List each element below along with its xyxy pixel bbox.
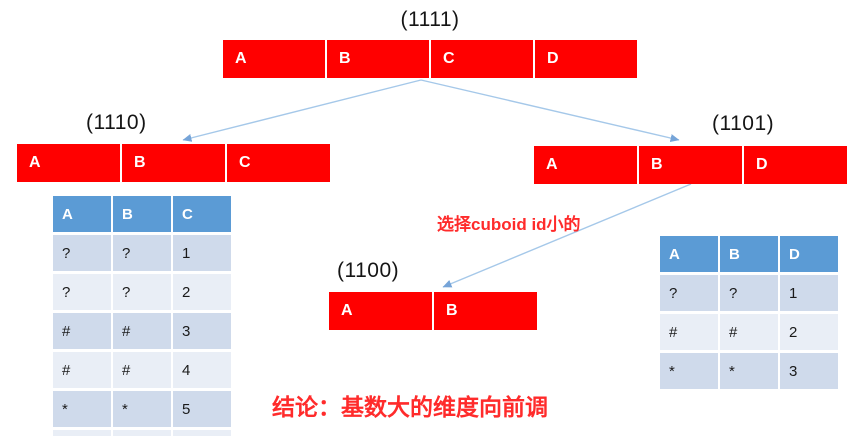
connector-1111-to-1101 [420, 79, 680, 142]
connector-1111-to-1110 [182, 79, 422, 142]
table-cell: 5 [173, 391, 231, 427]
table-header-cell: B [113, 196, 171, 232]
dimension-segment-c: C [227, 144, 330, 182]
cuboid-label-1110: (1110) [86, 111, 147, 134]
table-cell: * [53, 391, 111, 427]
dimension-segment-d: D [744, 146, 847, 184]
cuboid-label-1111: (1111) [400, 8, 460, 31]
dimension-segment-b: B [122, 144, 225, 182]
table-cell: 3 [780, 353, 838, 389]
cuboid-label-1101: (1101) [712, 112, 775, 135]
dimension-segment-a: A [534, 146, 637, 184]
table-cell: ? [660, 275, 718, 311]
table-cell: ? [53, 235, 111, 271]
table-cell-partial [173, 430, 231, 436]
table-cell: 4 [173, 352, 231, 388]
table-cell: ? [113, 235, 171, 271]
dimension-segment-b: B [327, 40, 429, 78]
table-cell: # [113, 313, 171, 349]
table-cell: 3 [173, 313, 231, 349]
table-cell: * [113, 391, 171, 427]
table-cell: 1 [780, 275, 838, 311]
table-cell: # [113, 352, 171, 388]
dimension-segment-a: A [329, 292, 432, 330]
table-cell: 2 [780, 314, 838, 350]
dimension-segment-d: D [535, 40, 637, 78]
dimension-segment-c: C [431, 40, 533, 78]
table-header-cell: A [53, 196, 111, 232]
table-cell: 2 [173, 274, 231, 310]
table-cell: # [53, 313, 111, 349]
dimension-segment-a: A [17, 144, 120, 182]
table-cell-partial [53, 430, 111, 436]
dimension-segment-b: B [639, 146, 742, 184]
table-cell: # [53, 352, 111, 388]
table-cell: ? [113, 274, 171, 310]
table-cell: # [660, 314, 718, 350]
conclusion-text: 结论：基数大的维度向前调 [272, 394, 548, 420]
table-cell: ? [53, 274, 111, 310]
table-cell: # [720, 314, 778, 350]
connector-1101-to-1100 [442, 183, 692, 288]
table-cell-partial [113, 430, 171, 436]
table-cell: * [720, 353, 778, 389]
table-cell: ? [720, 275, 778, 311]
dimension-segment-a: A [223, 40, 325, 78]
table-cell: * [660, 353, 718, 389]
table-header-cell: D [780, 236, 838, 272]
choose-cuboid-note: 选择cuboid id小的 [437, 215, 581, 234]
table-header-cell: B [720, 236, 778, 272]
table-header-cell: C [173, 196, 231, 232]
cuboid-label-1100: (1100) [337, 259, 400, 282]
table-cell: 1 [173, 235, 231, 271]
table-header-cell: A [660, 236, 718, 272]
dimension-segment-b: B [434, 292, 537, 330]
